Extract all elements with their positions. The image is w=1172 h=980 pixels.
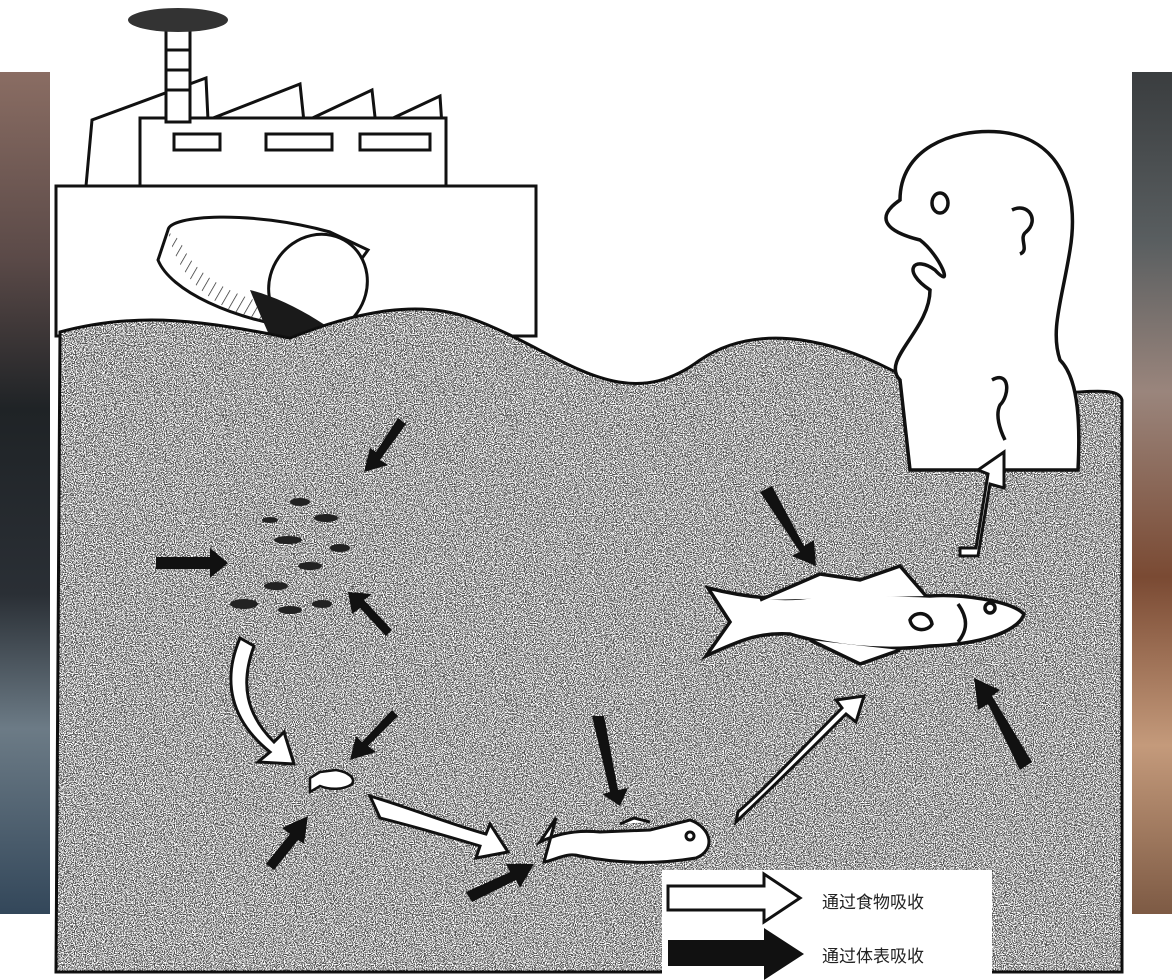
legend-label-food: 通过食物吸收 <box>822 888 924 913</box>
legend-label-surface: 通过体表吸收 <box>822 942 924 967</box>
background-photo-right <box>1126 72 1172 914</box>
bioaccumulation-diagram <box>50 0 1132 980</box>
